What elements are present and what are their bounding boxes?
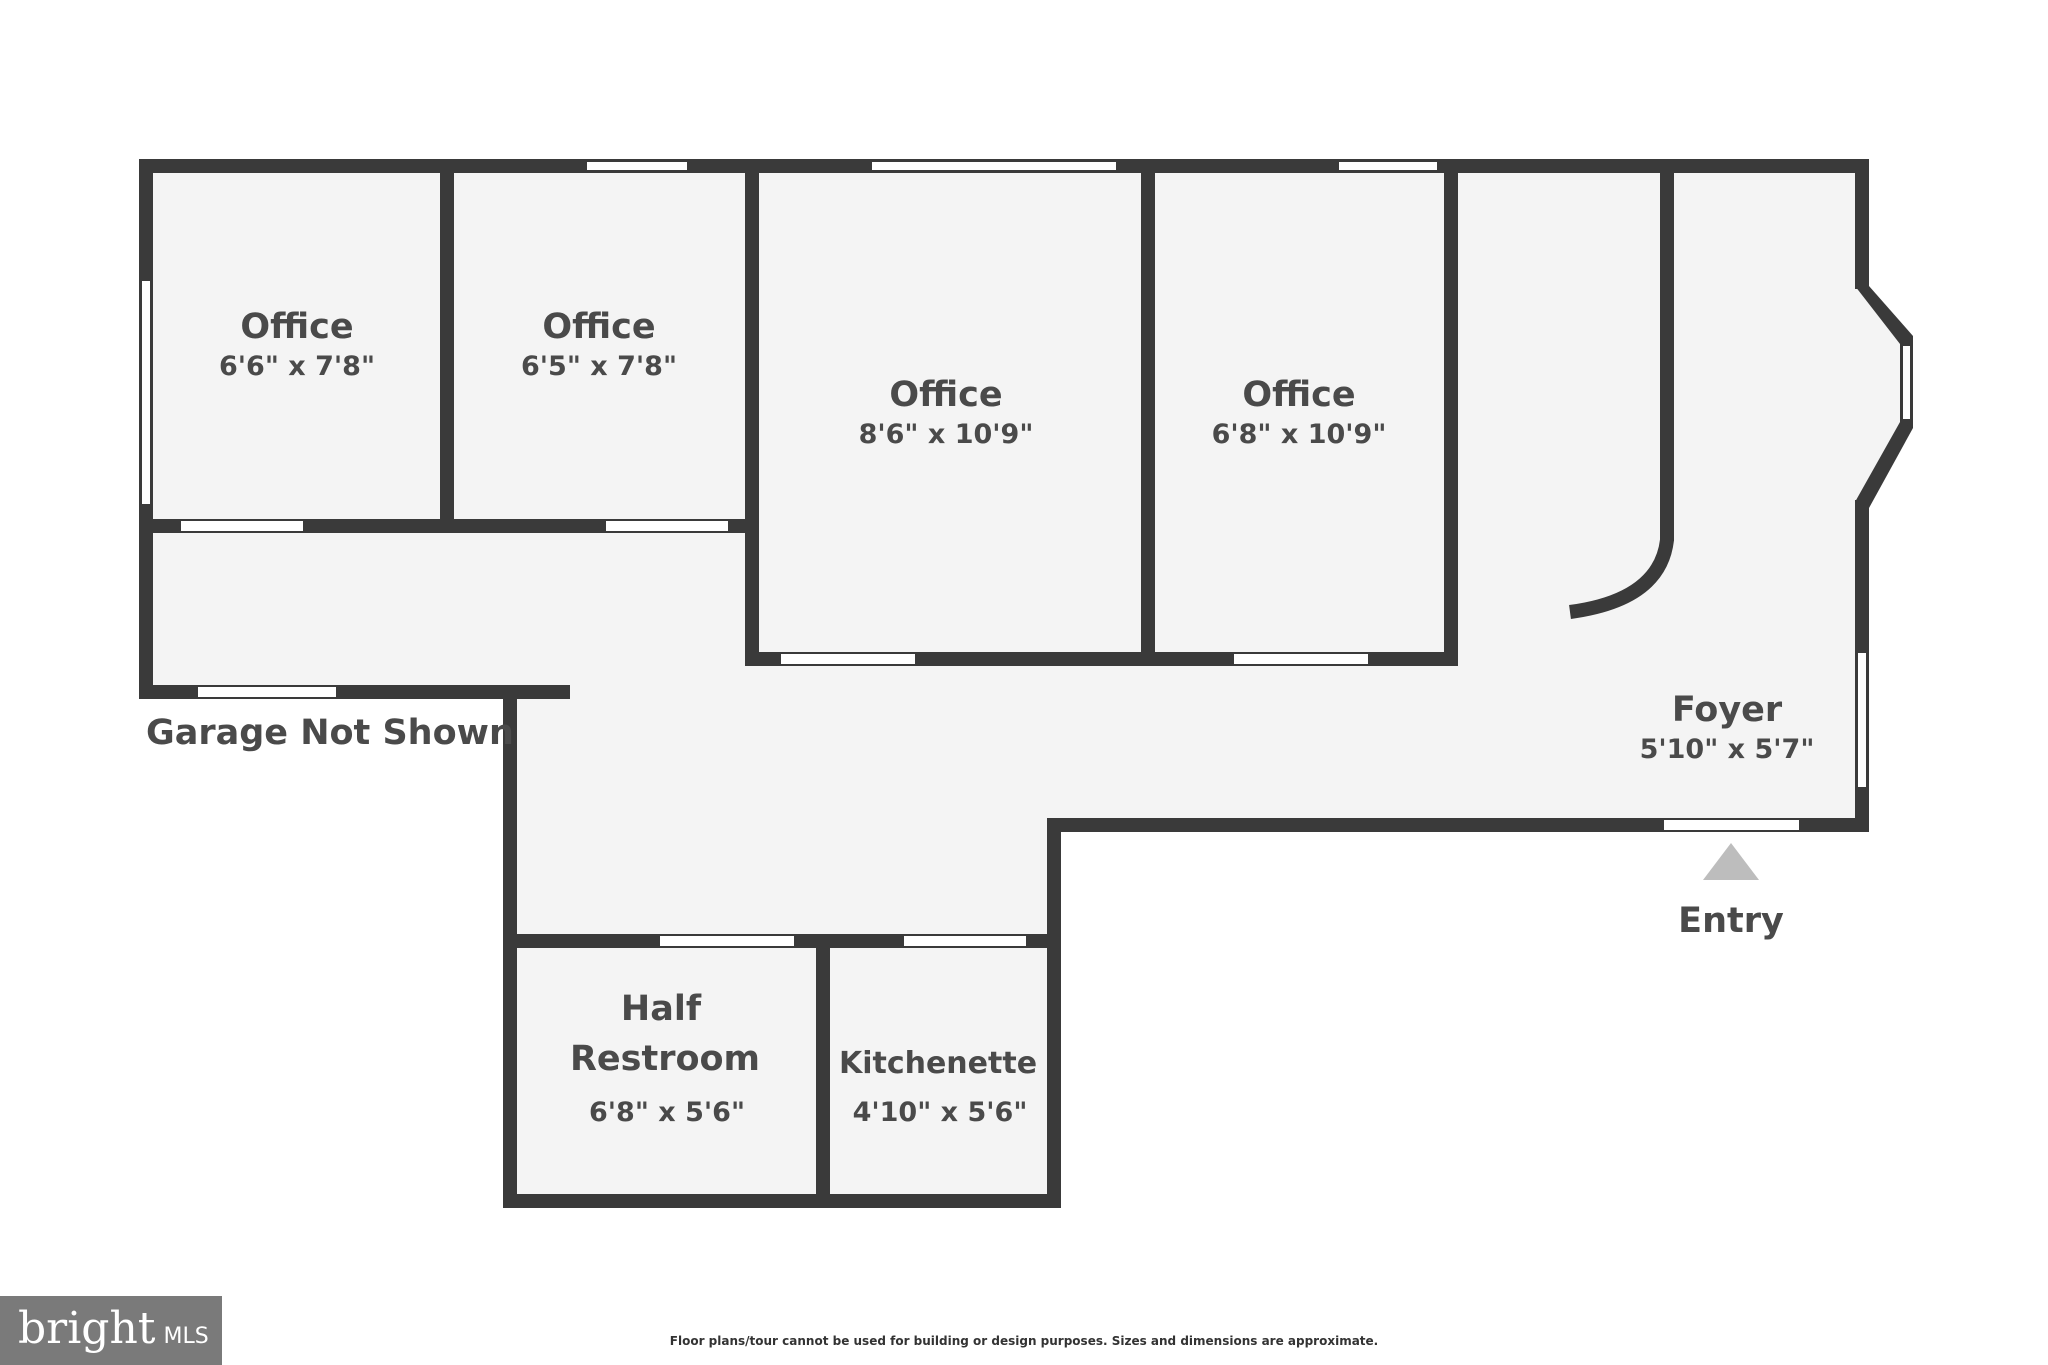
windows bbox=[140, 160, 1912, 789]
room-dimensions: 6'8" x 10'9" bbox=[1212, 419, 1387, 450]
logo-brand: bright bbox=[18, 1303, 156, 1354]
entry-arrow-icon bbox=[1703, 843, 1759, 880]
room-name: Kitchenette bbox=[839, 1046, 1037, 1081]
room-name: Office bbox=[240, 307, 353, 347]
logo-suffix: MLS bbox=[163, 1324, 209, 1349]
entry-label: Entry bbox=[1678, 901, 1784, 941]
room-name: Foyer bbox=[1672, 690, 1783, 730]
garage-label: Garage Not Shown bbox=[146, 713, 514, 753]
room-dimensions: 8'6" x 10'9" bbox=[859, 419, 1034, 450]
room-dimensions: 6'8" x 5'6" bbox=[589, 1097, 745, 1128]
curved-partition bbox=[1569, 538, 1674, 619]
room-name: Half bbox=[621, 989, 702, 1029]
room-name: Office bbox=[542, 307, 655, 347]
room-dimensions: 5'10" x 5'7" bbox=[1640, 734, 1815, 765]
room-name: Office bbox=[889, 375, 1002, 415]
disclaimer: Floor plans/tour cannot be used for buil… bbox=[669, 1334, 1379, 1348]
bright-mls-logo: bright MLS bbox=[0, 1296, 222, 1365]
room-name: Office bbox=[1242, 375, 1355, 415]
door-openings bbox=[179, 519, 1801, 948]
room-name: Restroom bbox=[570, 1039, 760, 1079]
room-dimensions: 6'6" x 7'8" bbox=[219, 351, 375, 382]
room-dimensions: 6'5" x 7'8" bbox=[521, 351, 677, 382]
room-dimensions: 4'10" x 5'6" bbox=[853, 1097, 1028, 1128]
